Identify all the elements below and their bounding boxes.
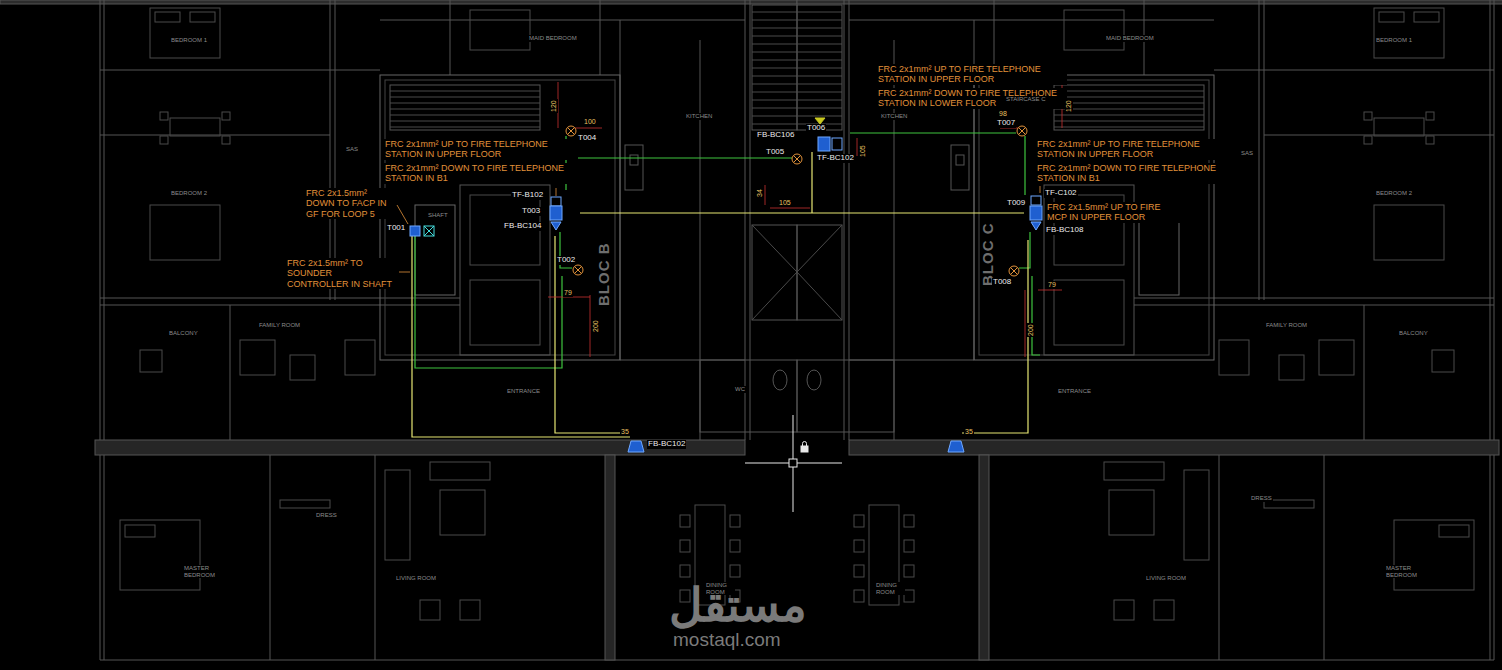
device-tag: TF-C102	[1044, 189, 1078, 198]
cable-note: FRC 2x1mm² UP TO FIRE TELEPHONE STATION …	[877, 64, 1067, 85]
device-tag: T006	[806, 124, 826, 133]
device-tag: FB-BC106	[756, 131, 795, 140]
cable-note: FRC 2x1.5mm² UP TO FIRE MCP IN UPPER FLO…	[1046, 202, 1181, 223]
device-tag: TF-BC102	[816, 154, 855, 163]
device-tag: TF-B102	[511, 191, 544, 200]
watermark: mostaql.com	[672, 630, 782, 649]
right-apartment	[797, 0, 1502, 660]
room-name: DINING ROOM	[875, 582, 905, 595]
room-name: KITCHEN	[685, 113, 713, 120]
dimension: 105	[859, 144, 867, 158]
block-name: BLOC B	[596, 242, 611, 308]
device-tag: T008	[992, 278, 1012, 287]
dimension: 79	[563, 289, 573, 297]
room-name: BEDROOM 2	[170, 190, 208, 197]
room-name: ENTRANCE	[506, 388, 541, 395]
dimension: 120	[1065, 99, 1073, 113]
cable-note: FRC 2x1mm² UP TO FIRE TELEPHONE STATION …	[384, 139, 574, 160]
room-name: SAS	[345, 146, 359, 153]
device-tag: FB-BC104	[503, 222, 542, 231]
room-name: LIVING ROOM	[1145, 575, 1187, 582]
room-name: BEDROOM 2	[1375, 190, 1413, 197]
cable-note: FRC 2x1mm² UP TO FIRE TELEPHONE STATION …	[1036, 139, 1226, 160]
dimension: 100	[583, 118, 597, 126]
device-tag: T009	[1006, 199, 1026, 208]
device-tag: T005	[765, 148, 785, 157]
room-name: BALCONY	[1398, 330, 1429, 337]
room-name: DRESS	[315, 512, 338, 519]
room-name: DRESS	[1250, 495, 1273, 502]
room-name: BALCONY	[168, 330, 199, 337]
cable-note: FRC 2x1mm² DOWN TO FIRE TELEPHONE STATIO…	[384, 163, 574, 184]
device-tag: T004	[577, 134, 597, 143]
dimension: 35	[620, 428, 630, 436]
room-name: WC	[734, 386, 746, 393]
device-tag: T007	[996, 119, 1016, 128]
room-name: MAID BEDROOM	[1105, 35, 1155, 42]
room-name: FAMILY ROOM	[258, 322, 301, 329]
room-name: MAID BEDROOM	[528, 35, 578, 42]
cable-note: FRC 2x1mm² DOWN TO FIRE TELEPHONE STATIO…	[1036, 163, 1226, 184]
dimension: 35	[964, 428, 974, 436]
room-name: BEDROOM 1	[170, 37, 208, 44]
dimension: 200	[1027, 323, 1035, 337]
dimension: 200	[592, 319, 600, 333]
room-name: STAIRCASE C	[1005, 96, 1047, 103]
cable-note: FRC 2x1.5mm² TO SOUNDER CONTROLLER IN SH…	[286, 258, 396, 289]
room-name: SHAFT	[427, 212, 449, 219]
dimension: 120	[550, 99, 558, 113]
room-name: LIVING ROOM	[395, 575, 437, 582]
dimension: 34	[756, 188, 764, 198]
device-tag: FB-BC108	[1045, 226, 1084, 235]
watermark: مستقل	[668, 582, 808, 628]
dimension: 79	[1047, 281, 1057, 289]
device-tag: FB-BC102	[647, 440, 686, 449]
device-tag: T001	[386, 224, 406, 233]
cable-note: FRC 2x1.5mm² DOWN TO FACP IN GF FOR LOOP…	[305, 188, 395, 219]
dimension: 98	[998, 110, 1008, 118]
left-apartment	[0, 0, 797, 660]
lamp-symbols	[566, 126, 1027, 276]
dimension: 105	[778, 199, 792, 207]
room-name: MASTER BEDROOM	[1385, 565, 1425, 578]
room-name: SAS	[1240, 150, 1254, 157]
room-name: MASTER BEDROOM	[183, 565, 223, 578]
room-name: KITCHEN	[880, 113, 908, 120]
room-name: ENTRANCE	[1057, 388, 1092, 395]
dimension-lines	[548, 82, 1062, 357]
device-tag: T003	[521, 207, 541, 216]
cursor-crosshair	[745, 415, 842, 512]
room-name: BEDROOM 1	[1375, 37, 1413, 44]
device-tag: T002	[556, 256, 576, 265]
room-name: FAMILY ROOM	[1265, 322, 1308, 329]
